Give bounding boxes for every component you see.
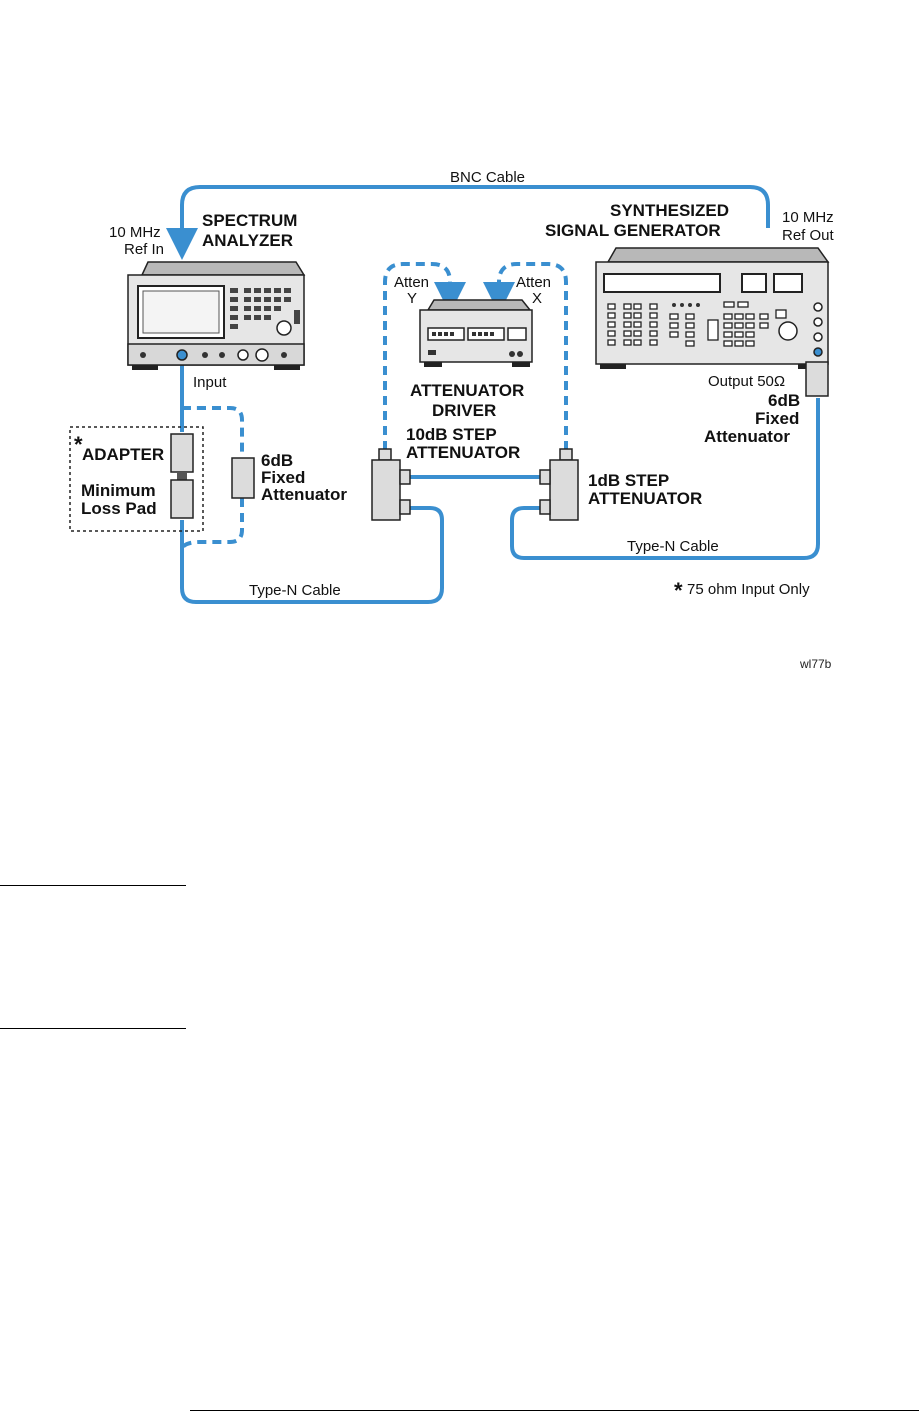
step10-label-line1: 10dB STEP [406,425,497,444]
type-n-cable-right-label: Type-N Cable [627,538,719,555]
figure-id: wl77b [799,657,832,671]
ref-out-label-line2: Ref Out [782,227,835,244]
divider-bottom [0,1028,186,1029]
step1-label-line1: 1dB STEP [588,471,669,490]
generator-atten-label-line3: Attenuator [704,427,790,446]
fixed-attenuator-left [232,458,254,498]
attenuator-driver [420,300,532,367]
attenuator-driver-title-line2: DRIVER [432,401,496,420]
atten-y-label-line2: Y [407,290,417,307]
pad-label-line2: Loss Pad [81,499,157,518]
ref-in-label-line2: Ref In [124,241,164,258]
attenuator-driver-title-line1: ATTENUATOR [410,381,524,400]
step1-label-line2: ATTENUATOR [588,489,702,508]
atten-x-label-line2: X [532,290,542,307]
ref-out-label-line1: 10 MHz [782,209,834,226]
step10-label-line2: ATTENUATOR [406,443,520,462]
generator-atten-label-line1: 6dB [768,391,800,410]
adapter-label: ADAPTER [82,445,164,464]
ref-in-label-line1: 10 MHz [109,224,161,241]
bnc-cable-label: BNC Cable [450,169,525,186]
generator-atten-label-line2: Fixed [755,409,799,428]
spectrum-analyzer-title-line1: SPECTRUM [202,211,297,230]
minimum-loss-pad-component [171,480,193,518]
fixed-atten-left-label-line3: Attenuator [261,485,347,504]
atten-x-label-line1: Atten [516,274,551,291]
type-n-cable-left-label: Type-N Cable [249,582,341,599]
spectrum-analyzer [128,262,304,370]
step-attenuator-1db [540,449,578,520]
divider-top [0,885,186,886]
footnote-text: 75 ohm Input Only [687,581,810,598]
synthesized-signal-generator [596,248,828,369]
step-attenuator-10db [372,449,410,520]
signal-generator-title-line1: SYNTHESIZED [610,201,729,220]
input-label: Input [193,374,227,391]
pad-label-line1: Minimum [81,481,156,500]
adapter-component [171,434,193,472]
generator-fixed-attenuator [806,362,828,396]
atten-y-label-line1: Atten [394,274,429,291]
signal-generator-title-line2: SIGNAL GENERATOR [545,221,721,240]
footer-rule [190,1410,919,1411]
footnote-asterisk: * [674,578,683,603]
spectrum-analyzer-title-line2: ANALYZER [202,231,293,250]
output-label: Output 50Ω [708,373,785,390]
